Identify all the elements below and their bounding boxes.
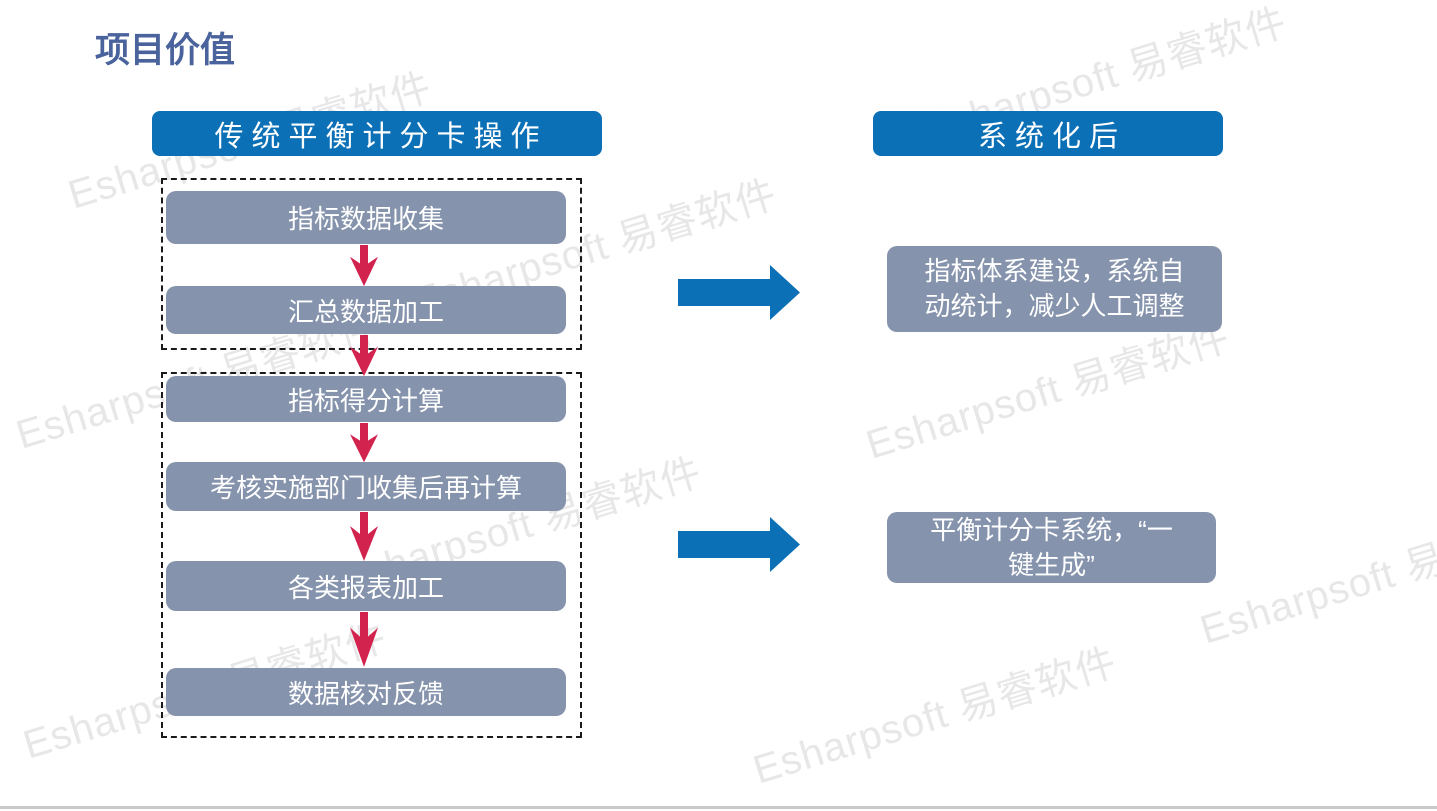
flow-step-6: 数据核对反馈 <box>166 668 566 716</box>
flow-group-box-2 <box>161 372 582 738</box>
flow-group-box-1 <box>161 178 582 350</box>
right-arrow-icon <box>678 517 800 572</box>
down-arrow-icon <box>346 245 382 287</box>
bottom-divider <box>0 806 1437 809</box>
down-arrow-icon <box>346 512 382 562</box>
flow-step-4: 考核实施部门收集后再计算 <box>166 462 566 511</box>
flow-step-1: 指标数据收集 <box>166 191 566 244</box>
benefit-box-1: 指标体系建设，系统自 动统计，减少人工调整 <box>887 246 1222 332</box>
right-arrow-icon <box>678 265 800 320</box>
right-column-header: 系统化后 <box>873 111 1223 156</box>
benefit-box-2: 平衡计分卡系统，“一 键生成” <box>887 512 1216 583</box>
down-arrow-icon <box>346 423 382 463</box>
left-column-header: 传统平衡计分卡操作 <box>152 111 602 156</box>
flow-step-3: 指标得分计算 <box>166 376 566 422</box>
flow-step-5: 各类报表加工 <box>166 561 566 611</box>
down-arrow-icon <box>346 335 382 377</box>
down-arrow-icon <box>346 612 382 668</box>
page-title: 项目价值 <box>95 31 236 70</box>
flow-step-2: 汇总数据加工 <box>166 286 566 334</box>
